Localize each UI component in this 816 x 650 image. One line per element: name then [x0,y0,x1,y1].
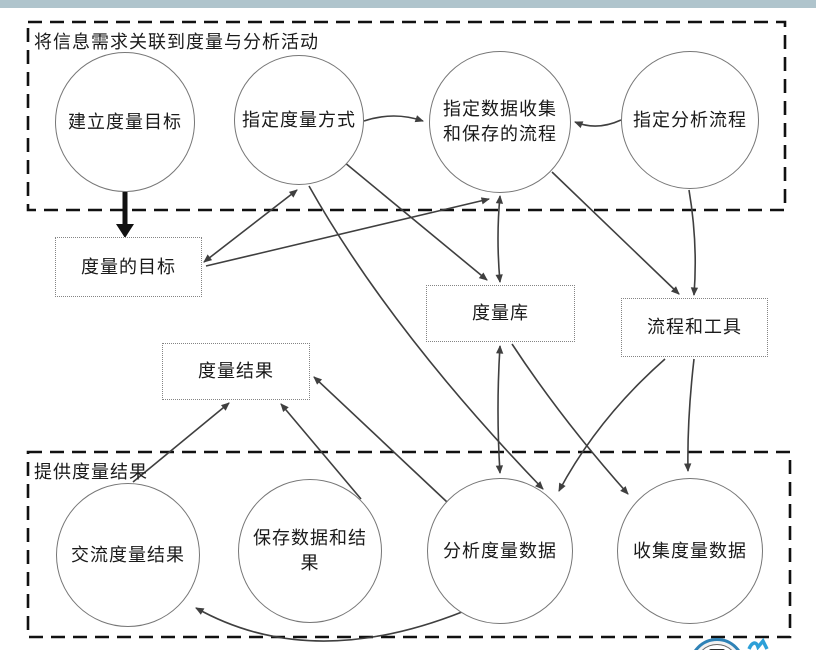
activity-label: 交流度量结果 [71,544,185,566]
activity-collect-measurement-data: 收集度量数据 [617,478,763,624]
group-label-provide-results: 提供度量结果 [34,462,148,483]
artifact-measurement-repository: 度量库 [426,285,575,342]
activity-communicate-results: 交流度量结果 [56,483,200,627]
arrow-analyze-to-results [313,376,448,503]
activity-label: 建立度量目标 [68,111,182,133]
artifact-measurement-results: 度量结果 [162,343,310,400]
arrow-specify-measures-to-repository [343,161,488,281]
arrow-analysis-procedures-to-data-procedures [574,119,622,129]
logo-glyph [747,637,769,650]
group-label-link-needs: 将信息需求关联到度量与分析活动 [34,32,319,53]
artifact-measurement-objectives: 度量的目标 [55,237,202,297]
group-frame-link-needs [26,20,787,212]
arrow-objectives-to-data-procedures [205,197,490,267]
top-accent-bar [0,0,816,8]
activity-label: 指定度量方式 [242,109,356,131]
activity-specify-data-collection-storage-procedures: 指定数据收集 和保存的流程 [429,51,571,193]
activity-label: 指定分析流程 [633,109,747,131]
activity-label-line1: 保存数据和结 [253,528,367,549]
artifact-procedures-and-tools: 流程和工具 [621,298,768,357]
artifact-label: 度量的目标 [81,256,176,278]
arrow-tools-to-collect-data [684,358,695,472]
artifact-label: 度量结果 [198,361,274,382]
group-frame-provide-results [26,450,792,639]
arrowhead-establish-to-objectives [116,224,134,238]
activity-label-line2: 果 [300,553,320,574]
activity-specify-measures: 指定度量方式 [234,55,364,185]
arrow-repository-analyze-data [495,345,504,474]
arrow-repository-to-collect-data [511,343,629,495]
activity-label: 收集度量数据 [633,540,747,562]
activity-specify-analysis-procedures: 指定分析流程 [621,51,759,189]
arrow-analysis-procedures-to-tools [688,189,699,296]
activity-establish-measurement-objectives: 建立度量目标 [55,52,195,192]
arrow-communicate-to-results [132,402,230,483]
activity-label-line1: 指定数据收集 [443,99,557,120]
artifact-label: 度量库 [472,303,529,324]
seal-inner-ring [695,644,739,650]
activity-analyze-measurement-data: 分析度量数据 [427,478,573,624]
arrow-tools-to-analyze-data [558,358,666,492]
arrow-specify-measures-to-analyze-data [308,185,544,490]
activity-store-data-and-results: 保存数据和结 果 [238,479,382,623]
arrow-data-procedures-repository [495,195,504,283]
activity-label: 分析度量数据 [443,540,557,562]
arrow-data-procedures-to-tools [551,171,680,295]
activity-label-line2: 和保存的流程 [443,124,557,145]
arrow-specify-measures-to-data-procedures [363,115,424,123]
arrow-objectives-specify-measures [203,189,298,263]
arrow-store-to-results [280,403,362,500]
arrow-analyze-to-communicate [195,607,463,642]
artifact-label: 流程和工具 [647,317,742,338]
